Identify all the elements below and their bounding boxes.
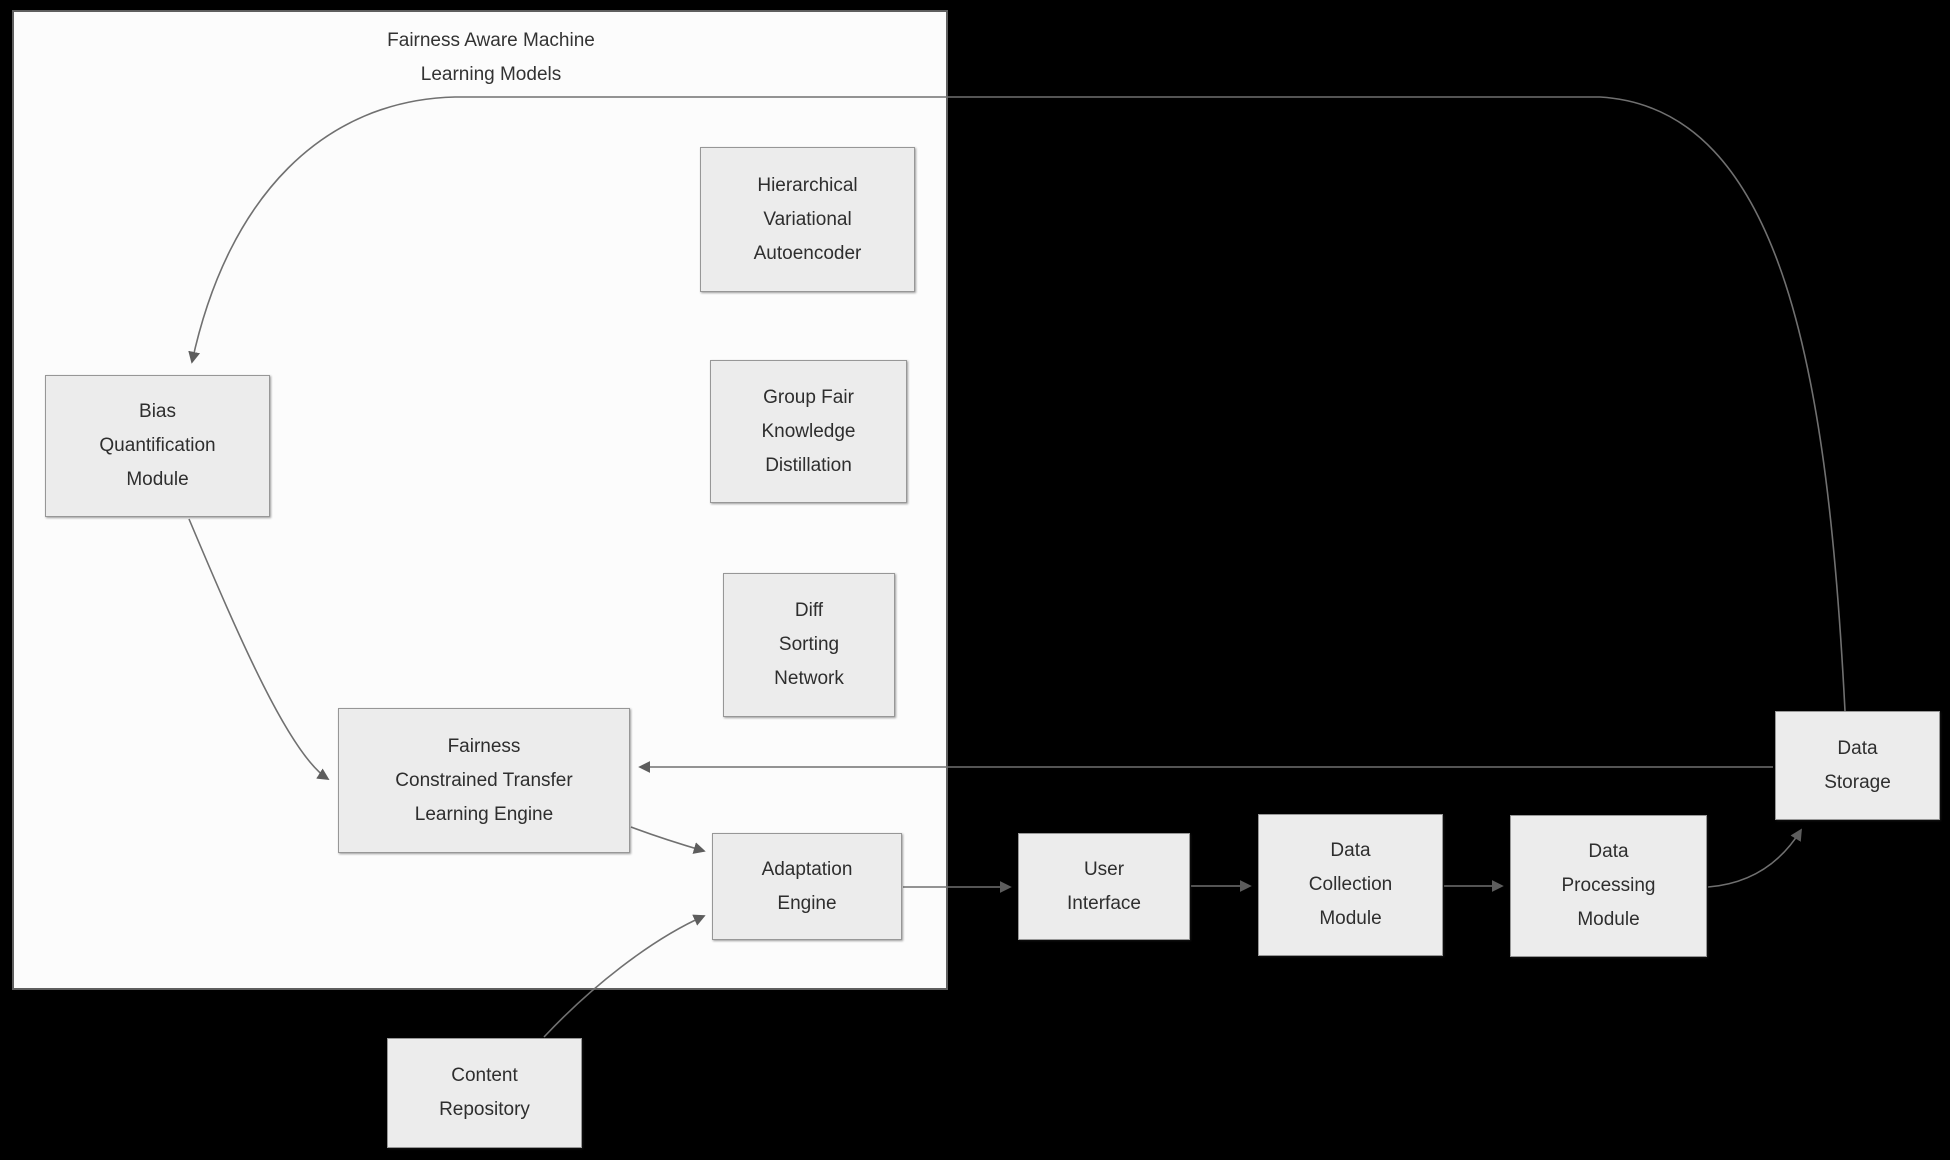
node-adaptation-engine: Adaptation Engine (712, 833, 902, 940)
node-bias-quantification-module: Bias Quantification Module (45, 375, 270, 517)
node-content-repository: Content Repository (387, 1038, 582, 1148)
node-fairness-constrained-transfer-learning-engine: Fairness Constrained Transfer Learning E… (338, 708, 630, 853)
node-diff-sorting-network: Diff Sorting Network (723, 573, 895, 717)
diagram-title: Fairness Aware Machine Learning Models (387, 30, 595, 85)
node-data-processing-module: Data Processing Module (1510, 815, 1707, 957)
node-data-storage: Data Storage (1775, 711, 1940, 820)
node-user-interface: User Interface (1018, 833, 1190, 940)
node-hierarchical-variational-autoencoder: Hierarchical Variational Autoencoder (700, 147, 915, 292)
edge-data-processing-to-data-storage (1707, 828, 1802, 888)
node-data-collection-module: Data Collection Module (1258, 814, 1443, 956)
node-group-fair-knowledge-distillation: Group Fair Knowledge Distillation (710, 360, 907, 503)
